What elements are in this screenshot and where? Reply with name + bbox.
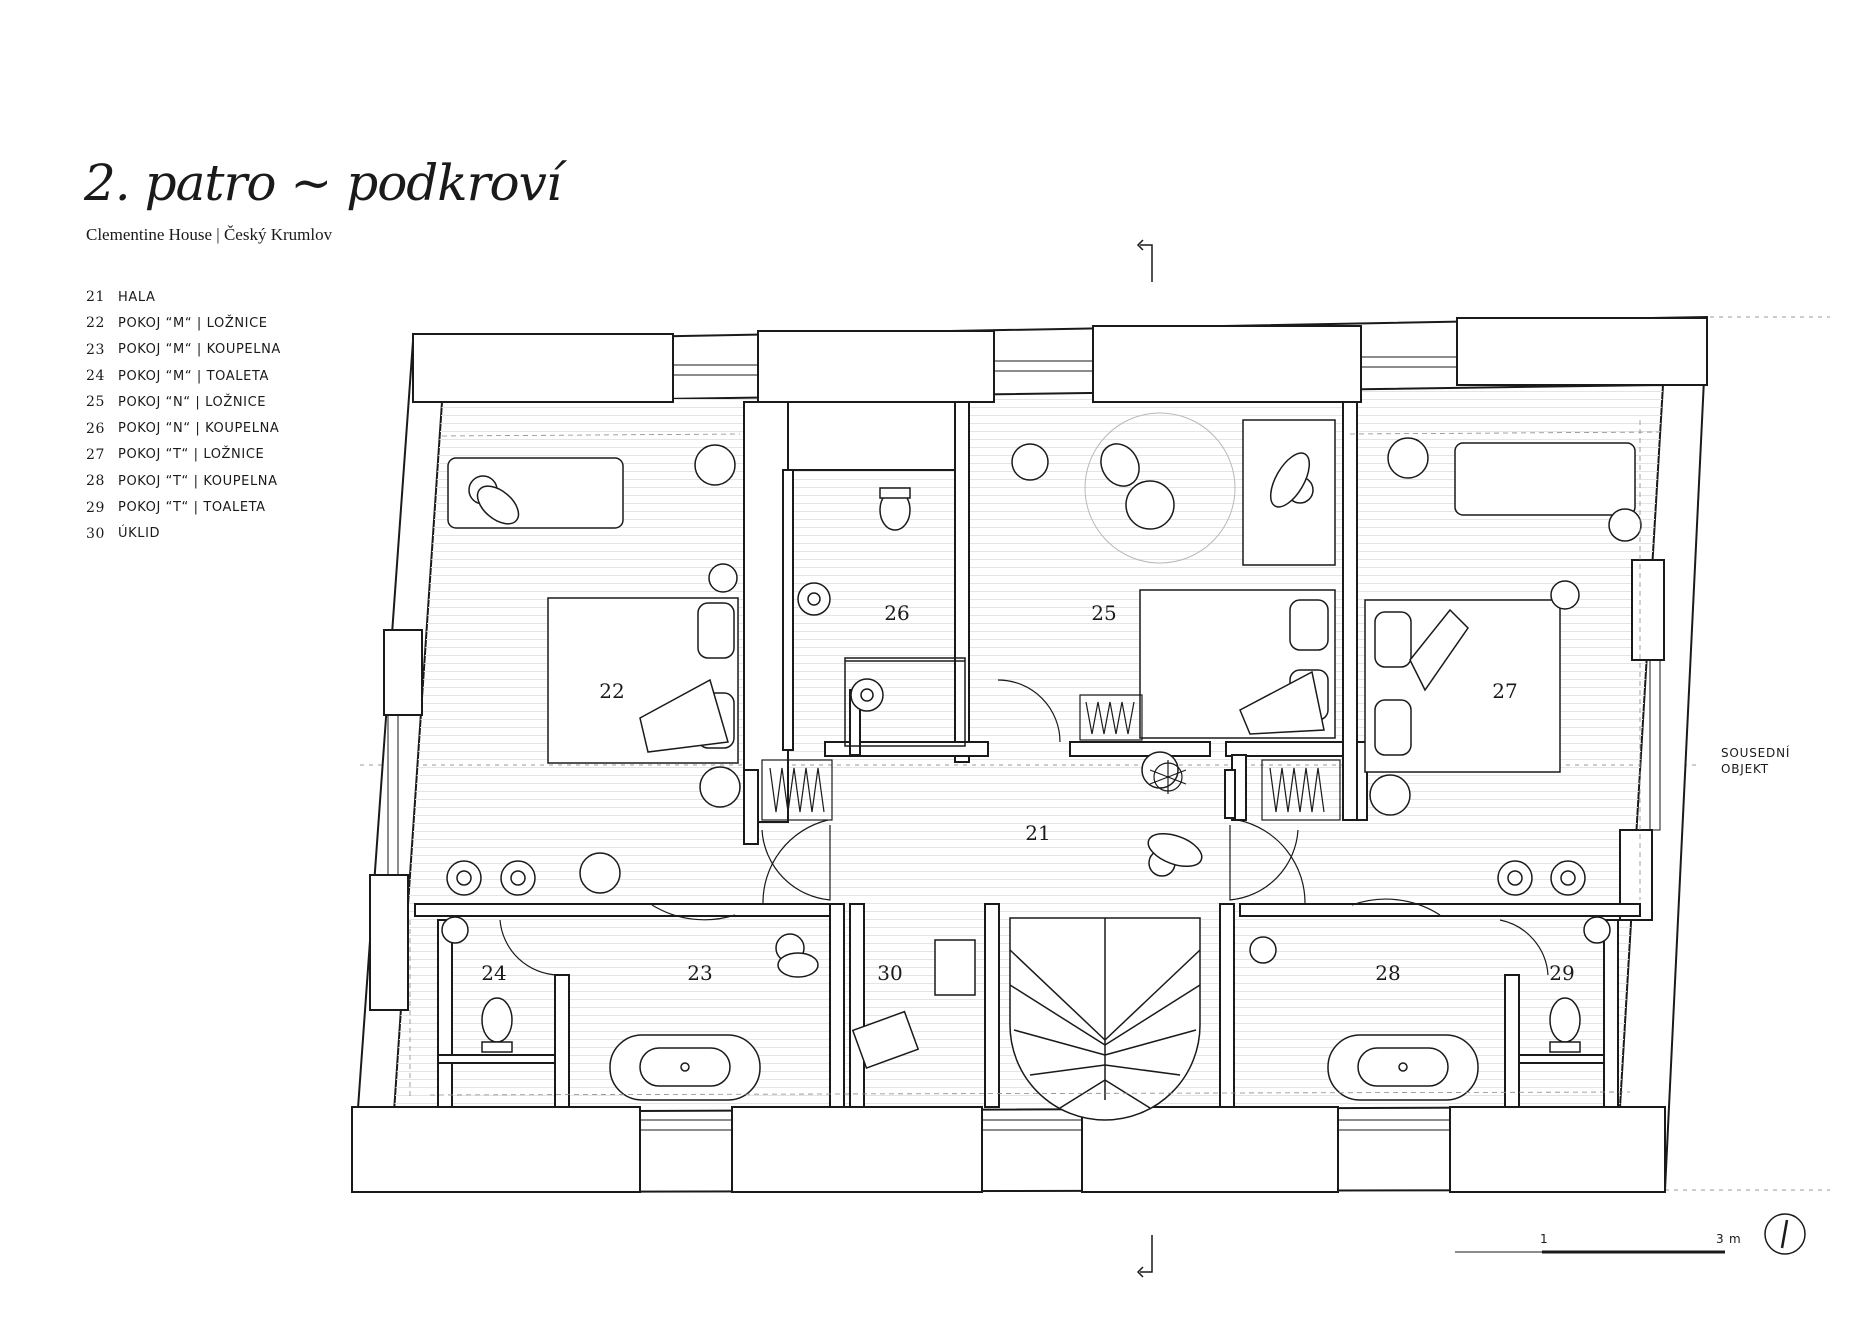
- spiral-staircase: [1009, 917, 1201, 1121]
- cleaning-closet-30: [851, 939, 976, 1069]
- section-marker-bottom: [1136, 1235, 1153, 1278]
- shower-26: [844, 657, 966, 747]
- legend-number: 28: [86, 473, 106, 490]
- room-number-25: 25: [1091, 601, 1116, 625]
- legend-number: 27: [86, 446, 106, 463]
- desks: [447, 419, 1636, 566]
- legend-label: POKOJ “M“ | KOUPELNA: [118, 342, 281, 358]
- legend-label: POKOJ “M“ | TOALETA: [118, 368, 269, 384]
- room-number-29: 29: [1549, 961, 1574, 985]
- toilets: [481, 487, 1581, 1053]
- room-number-23: 23: [687, 961, 712, 985]
- plant-icon: [1149, 760, 1187, 794]
- legend-number: 24: [86, 368, 106, 385]
- legend-number: 25: [86, 394, 106, 411]
- room-number-21: 21: [1025, 821, 1050, 845]
- room-number-26: 26: [884, 601, 909, 625]
- bottom-wall-blocks: [351, 1106, 1666, 1193]
- interior-walls: [414, 401, 1641, 1108]
- neighbor-label-line-1: SOUSEDNÍ: [1721, 745, 1790, 760]
- left-wall-piers: [369, 629, 423, 1011]
- legend-item: 27 POKOJ “T“ | LOŽNICE: [86, 442, 281, 468]
- windows: [387, 356, 1661, 1131]
- legend-label: POKOJ “T“ | TOALETA: [118, 500, 266, 516]
- rug-icon: [1084, 412, 1236, 564]
- legend-label: POKOJ “N“ | KOUPELNA: [118, 421, 280, 437]
- scale-mark-1: 1: [1540, 1232, 1548, 1246]
- room-number-28: 28: [1375, 961, 1400, 985]
- legend-number: 23: [86, 341, 106, 358]
- top-wall-blocks: [412, 317, 1708, 403]
- legend-item: 23 POKOJ “M“ | KOUPELNA: [86, 337, 281, 363]
- legend-label: POKOJ “N“ | LOŽNICE: [118, 394, 267, 410]
- legend-item: 28 POKOJ “T“ | KOUPELNA: [86, 468, 281, 494]
- page-title: 2. patro ~ podkroví: [84, 154, 562, 212]
- room-number-27: 27: [1492, 679, 1517, 703]
- legend-label: POKOJ “M“ | LOŽNICE: [118, 315, 268, 331]
- sinks: [441, 582, 1611, 966]
- bed-room-25: [1139, 589, 1336, 739]
- legend-item: 24 POKOJ “M“ | TOALETA: [86, 363, 281, 389]
- room-number-30: 30: [877, 961, 902, 985]
- legend-item: 22 POKOJ “M“ | LOŽNICE: [86, 310, 281, 336]
- people: [468, 452, 1314, 978]
- bathtub-room-23: [609, 1034, 761, 1101]
- legend-number: 21: [86, 289, 106, 306]
- legend-item: 30 ÚKLID: [86, 521, 281, 547]
- legend-number: 29: [86, 499, 106, 516]
- room-number-22: 22: [599, 679, 624, 703]
- neighbor-label-line-2: OBJEKT: [1721, 762, 1769, 776]
- legend-label: HALA: [118, 289, 156, 305]
- legend-label: ÚKLID: [118, 526, 161, 542]
- bed-room-22: [547, 597, 739, 764]
- chairs: [579, 437, 1642, 894]
- section-marker-top: [1136, 239, 1153, 282]
- legend-number: 22: [86, 315, 106, 332]
- legend-item: 25 POKOJ “N“ | LOŽNICE: [86, 389, 281, 415]
- bed-room-27: [1364, 599, 1561, 773]
- door-swings: [499, 679, 1549, 976]
- bathtub-room-28: [1327, 1034, 1479, 1101]
- legend-item: 29 POKOJ “T“ | TOALETA: [86, 494, 281, 520]
- legend-item: 26 POKOJ “N“ | KOUPELNA: [86, 415, 281, 441]
- legend-label: POKOJ “T“ | KOUPELNA: [118, 473, 278, 489]
- roof-lines: [409, 420, 1661, 1100]
- wardrobes: [761, 694, 1341, 821]
- page-subtitle: Clementine House | Český Krumlov: [86, 225, 333, 244]
- legend-number: 30: [86, 525, 106, 542]
- north-arrow-icon: [1764, 1213, 1806, 1255]
- legend-item: 21 HALA: [86, 284, 281, 310]
- legend-label: POKOJ “T“ | LOŽNICE: [118, 447, 265, 463]
- room-number-24: 24: [481, 961, 506, 985]
- scale-mark-3m: 3 m: [1716, 1232, 1742, 1246]
- legend-number: 26: [86, 420, 106, 437]
